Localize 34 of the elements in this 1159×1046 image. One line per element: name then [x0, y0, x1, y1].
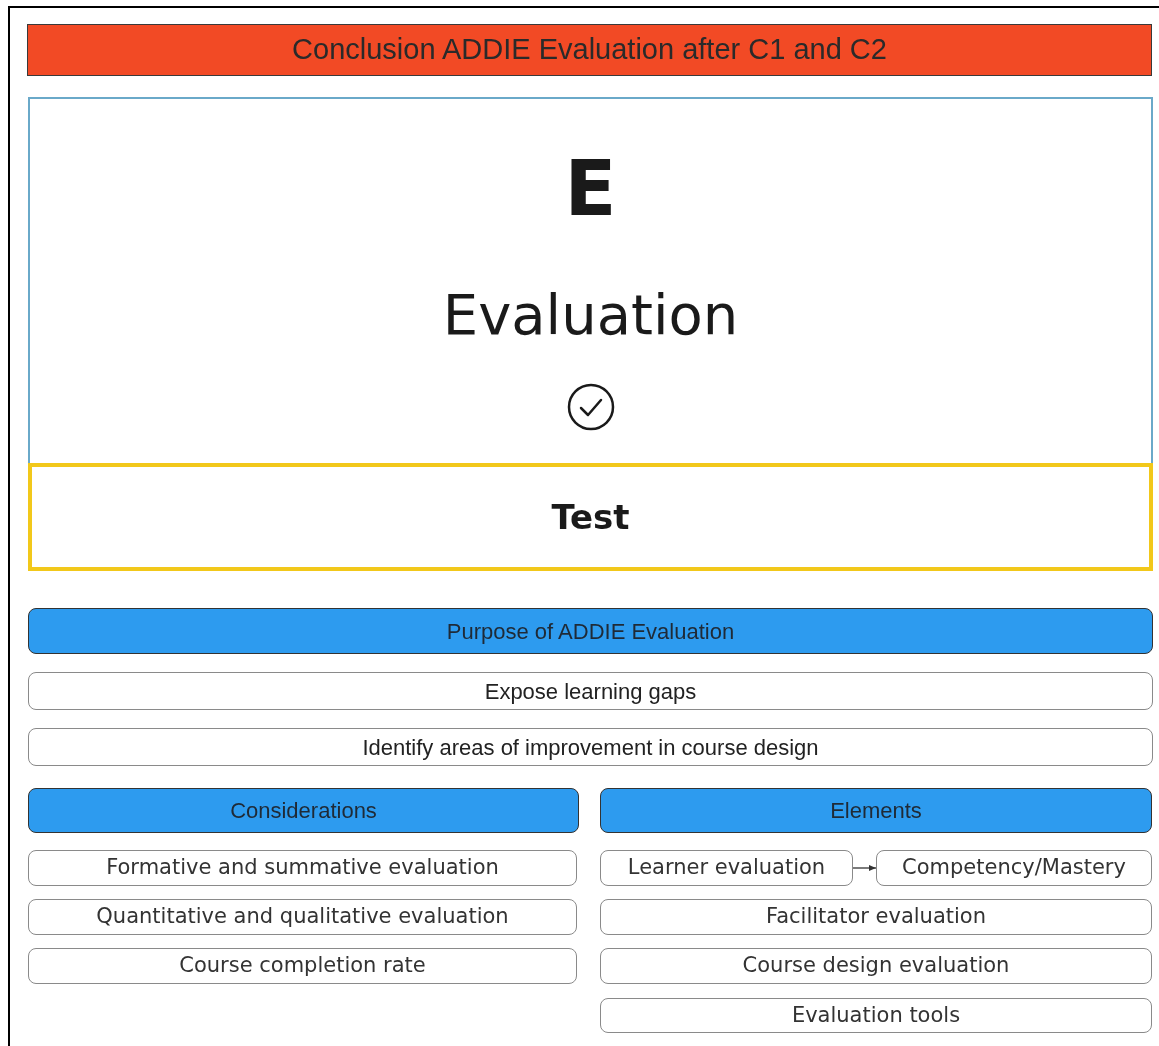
box-text: Considerations	[230, 797, 377, 825]
box-text: Quantitative and qualitative evaluation	[96, 903, 509, 931]
box-text: Learner evaluation	[627, 854, 826, 882]
section-header	[28, 788, 579, 833]
box-text: Competency/Mastery	[902, 854, 1126, 882]
phase-name: Evaluation	[442, 287, 739, 343]
item-box	[28, 899, 577, 935]
section-header	[600, 788, 1152, 833]
item-box	[600, 998, 1152, 1033]
item-box	[600, 948, 1152, 984]
box-text: Purpose of ADDIE Evaluation	[446, 617, 735, 646]
item-box	[876, 850, 1152, 886]
box-text: Course completion rate	[179, 952, 426, 980]
box-text: Identify areas of improvement in course design	[362, 733, 819, 762]
item-box	[28, 728, 1153, 766]
item-box	[28, 850, 577, 886]
box-text: Facilitator evaluation	[766, 903, 986, 931]
box-text: Elements	[830, 797, 922, 825]
item-box	[28, 672, 1153, 710]
phase-letter: E	[564, 151, 617, 227]
box-text: Formative and summative evaluation	[106, 854, 499, 882]
box-text: Test	[551, 495, 630, 539]
box-text: Expose learning gaps	[484, 677, 697, 706]
item-box	[28, 948, 577, 984]
box-text: Evaluation tools	[791, 1001, 961, 1029]
section-header	[28, 608, 1153, 654]
item-box	[600, 850, 853, 886]
arrow	[852, 865, 877, 871]
box-text: Course design evaluation	[742, 952, 1010, 980]
item-box	[600, 899, 1152, 935]
title-banner	[27, 24, 1152, 76]
phase-panel	[28, 97, 1153, 465]
phase-label-box	[28, 463, 1153, 571]
box-text: Conclusion ADDIE Evaluation after C1 and C2	[292, 32, 887, 68]
